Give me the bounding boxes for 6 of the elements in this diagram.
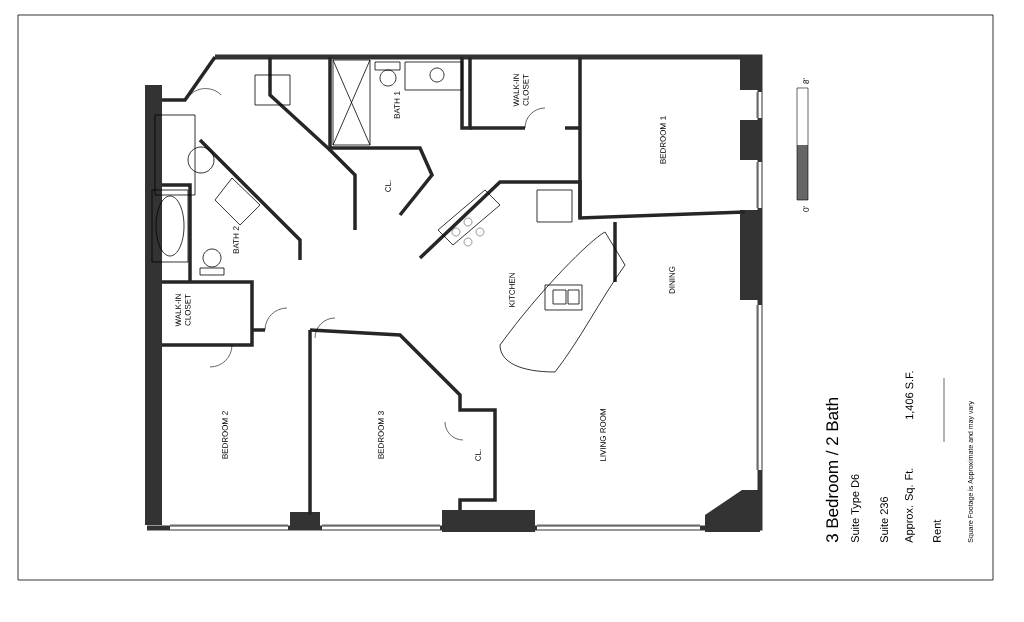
suite-info: Approx. Sq. Ft. — [905, 468, 915, 543]
suite-heading: 3 Bedroom / 2 Bath — [825, 398, 839, 543]
suite-info: Suite 236 — [880, 497, 889, 543]
suite-info: 1,406 S.F. — [905, 371, 915, 419]
suite-info: Rent — [933, 519, 941, 542]
suite-info: Suite Type D6 — [850, 474, 862, 543]
